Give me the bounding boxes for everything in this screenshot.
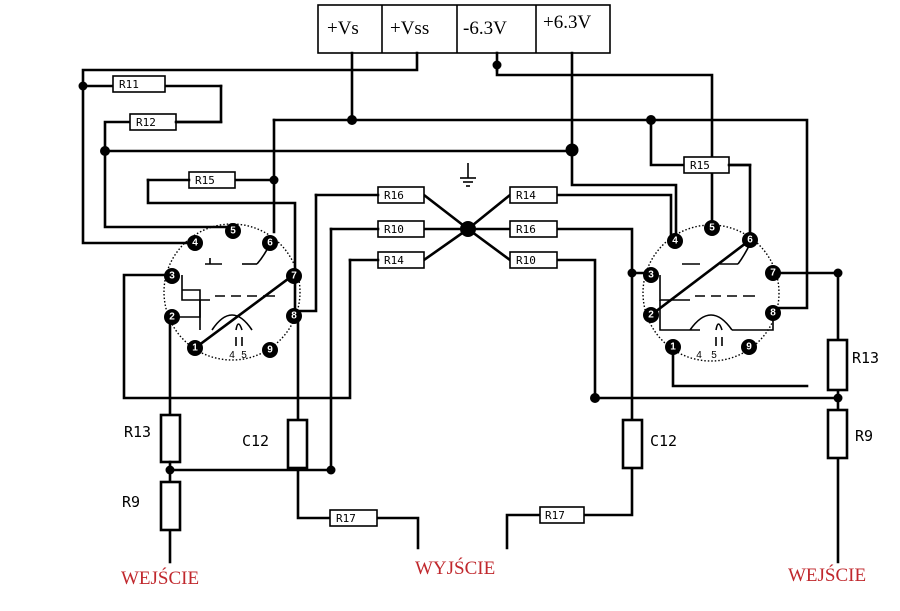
output-label: WYJŚCIE (415, 557, 495, 579)
resistor-r10-right: R10 (509, 251, 558, 269)
svg-text:R17: R17 (545, 509, 565, 522)
svg-text:R10: R10 (516, 254, 536, 267)
svg-text:R12: R12 (136, 116, 156, 129)
resistor-r13-right: R13 (826, 338, 879, 392)
tube-right-pin-9: 9 (741, 339, 757, 355)
svg-text:R10: R10 (384, 223, 404, 236)
ground-icon (460, 163, 476, 187)
supply-pos-heater-label: +6.3V (543, 12, 591, 33)
svg-text:4: 4 (672, 236, 678, 247)
tube-right-pin-1: 1 (665, 339, 681, 355)
svg-text:5: 5 (711, 350, 717, 361)
resistor-r12: R12 (129, 113, 177, 131)
supply-vss-label: +Vss (390, 18, 429, 39)
svg-text:1: 1 (670, 342, 676, 353)
resistor-r16-right: R16 (509, 220, 558, 238)
svg-text:9: 9 (267, 345, 273, 356)
tube-right-pin-4: 4 (667, 233, 683, 249)
svg-text:5: 5 (241, 350, 247, 361)
svg-text:R9: R9 (122, 493, 140, 511)
resistor-r16-left: R16 (377, 186, 425, 204)
junctions (78, 60, 843, 475)
wiring (81, 51, 840, 564)
resistor-r10-left: R10 (377, 220, 425, 238)
svg-text:C12: C12 (650, 432, 677, 450)
tube-left-pin-7: 7 (286, 268, 302, 284)
resistor-r11: R11 (112, 75, 166, 93)
svg-text:3: 3 (648, 270, 654, 281)
svg-text:R16: R16 (516, 223, 536, 236)
svg-text:R14: R14 (516, 189, 536, 202)
power-supply-box: +Vs +Vss -6.3V +6.3V (317, 4, 611, 54)
svg-text:9: 9 (746, 342, 752, 353)
svg-text:1: 1 (192, 343, 198, 354)
svg-text:5: 5 (709, 223, 715, 234)
input-label-right: WEJŚCIE (788, 564, 866, 586)
supply-vs-label: +Vs (327, 18, 359, 39)
resistor-r14-right: R14 (509, 186, 558, 204)
resistor-r17-left: R17 (329, 509, 378, 527)
resistor-r15-left: R15 (188, 171, 236, 189)
tube-right-pin-7: 7 (765, 265, 781, 281)
svg-text:4: 4 (229, 350, 235, 361)
svg-text:R17: R17 (336, 512, 356, 525)
svg-text:7: 7 (770, 268, 776, 279)
tube-left-pin-4: 4 (187, 235, 203, 251)
svg-text:6: 6 (747, 235, 753, 246)
resistor-r9-right: R9 (826, 408, 873, 460)
tube-left-pin-3: 3 (164, 268, 180, 284)
vacuum-tube-right: 4 5 1 2 3 4 5 6 7 8 9 (642, 220, 781, 362)
svg-text:C12: C12 (242, 432, 269, 450)
tube-left-pin-1: 1 (187, 340, 203, 356)
svg-text:6: 6 (267, 238, 273, 249)
tube-left-pin-6: 6 (262, 235, 278, 251)
svg-text:4: 4 (696, 350, 702, 361)
svg-text:4: 4 (192, 238, 198, 249)
svg-text:2: 2 (648, 310, 654, 321)
svg-text:R14: R14 (384, 254, 404, 267)
vacuum-tube-left: 4 5 1 2 3 4 5 6 7 8 9 (163, 223, 302, 361)
resistor-r9-left: R9 (122, 480, 182, 532)
svg-text:R15: R15 (195, 174, 215, 187)
resistor-r13-left: R13 (124, 413, 182, 464)
svg-text:2: 2 (169, 312, 175, 323)
input-label-left: WEJŚCIE (121, 567, 199, 589)
tube-left-pin-5: 5 (225, 223, 241, 239)
svg-text:R11: R11 (119, 78, 139, 91)
tube-right-pin-2: 2 (643, 307, 659, 323)
resistor-r14-left: R14 (377, 251, 425, 269)
tube-left-pin-9: 9 (262, 342, 278, 358)
resistor-r17-right: R17 (539, 506, 585, 524)
svg-text:R15: R15 (690, 159, 710, 172)
tube-right-pin-8: 8 (765, 305, 781, 321)
svg-text:8: 8 (291, 311, 297, 322)
svg-text:R9: R9 (855, 427, 873, 445)
resistor-r15-right: R15 (683, 156, 730, 174)
svg-text:3: 3 (169, 271, 175, 282)
tube-left-pin-8: 8 (286, 308, 302, 324)
capacitor-c12-left: C12 (242, 418, 309, 470)
svg-text:8: 8 (770, 308, 776, 319)
svg-text:R13: R13 (852, 349, 879, 367)
svg-text:R13: R13 (124, 423, 151, 441)
svg-text:7: 7 (291, 271, 297, 282)
svg-text:R16: R16 (384, 189, 404, 202)
tube-right-pin-3: 3 (643, 267, 659, 283)
tube-right-pin-6: 6 (742, 232, 758, 248)
capacitor-c12-right: C12 (621, 418, 677, 470)
supply-neg-heater-label: -6.3V (463, 18, 507, 39)
tube-right-pin-5: 5 (704, 220, 720, 236)
tube-left-pin-2: 2 (164, 309, 180, 325)
svg-text:5: 5 (230, 226, 236, 237)
